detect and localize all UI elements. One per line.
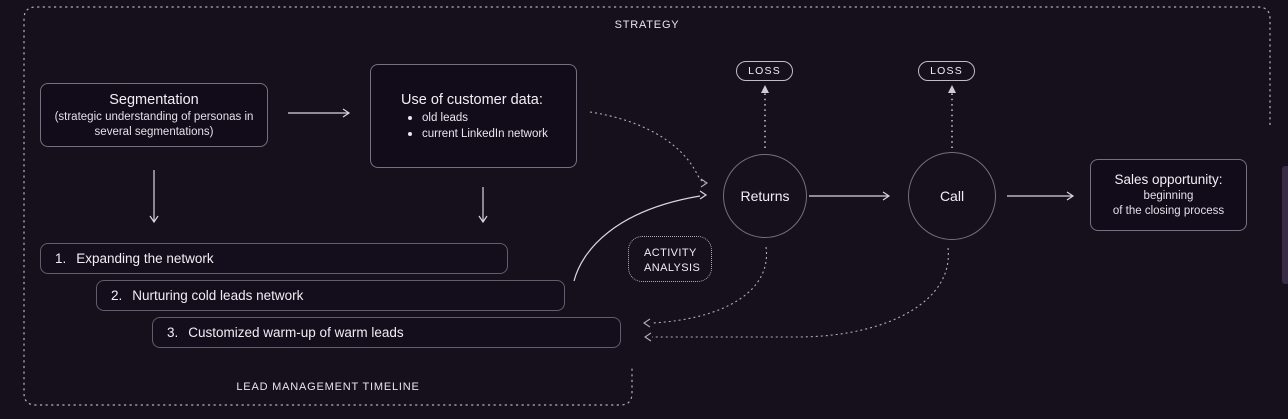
vertical-scrollbar-thumb[interactable]: [1282, 166, 1288, 284]
returns-label: Returns: [740, 188, 790, 204]
segmentation-title: Segmentation: [109, 91, 199, 108]
arrowhead: [643, 318, 651, 328]
bullet-dot-icon: [408, 116, 412, 120]
segmentation-subtitle: (strategic understanding of personas in …: [54, 110, 254, 138]
bullet-text: old leads: [422, 112, 469, 124]
timeline-item-2[interactable]: 2. Nurturing cold leads network: [96, 280, 565, 311]
arrowhead: [948, 85, 956, 93]
item-text: Nurturing cold leads network: [132, 288, 304, 303]
sales-line2: beginning: [1143, 190, 1194, 202]
customer-data-bullet: old leads: [401, 110, 576, 126]
timeline-frame-label: LEAD MANAGEMENT TIMELINE: [236, 381, 420, 393]
item-number: 2.: [111, 288, 123, 303]
arrowhead: [1066, 191, 1075, 201]
item-text: Customized warm-up of warm leads: [188, 325, 404, 340]
arrowhead: [644, 332, 652, 342]
arrowhead: [699, 190, 708, 200]
item-number: 3.: [167, 325, 179, 340]
arrowhead: [478, 215, 488, 224]
loss-label: LOSS: [748, 65, 781, 77]
timeline-item-3[interactable]: 3. Customized warm-up of warm leads: [152, 317, 621, 348]
arrowhead: [700, 178, 708, 188]
customer-data-bullet: current LinkedIn network: [401, 126, 576, 142]
loss-badge-returns[interactable]: LOSS: [736, 61, 793, 81]
node-activity-analysis[interactable]: ACTIVITY ANALYSIS: [628, 236, 712, 282]
node-segmentation[interactable]: Segmentation (strategic understanding of…: [40, 83, 268, 147]
call-label: Call: [939, 188, 965, 204]
activity-line1: ACTIVITY: [644, 247, 697, 259]
loss-label: LOSS: [930, 65, 963, 77]
arrowhead: [761, 85, 769, 93]
bullet-text: current LinkedIn network: [422, 128, 548, 140]
sales-title: Sales opportunity:: [1114, 172, 1223, 187]
arrowhead: [149, 215, 159, 224]
node-sales-opportunity[interactable]: Sales opportunity: beginning of the clos…: [1090, 159, 1247, 231]
node-returns[interactable]: Returns: [723, 154, 807, 238]
timeline-item-1[interactable]: 1. Expanding the network: [40, 243, 508, 274]
arrowhead: [342, 108, 351, 118]
item-text: Expanding the network: [76, 251, 214, 266]
bullet-dot-icon: [408, 132, 412, 136]
arrowhead: [882, 191, 891, 201]
node-call[interactable]: Call: [908, 152, 996, 240]
node-customer-data[interactable]: Use of customer data: old leads current …: [370, 64, 577, 168]
customer-data-title: Use of customer data:: [401, 92, 543, 108]
loss-badge-call[interactable]: LOSS: [918, 61, 975, 81]
dashed-curve-customer-data-to-returns: [589, 111, 706, 184]
strategy-frame-label: STRATEGY: [614, 19, 680, 31]
item-number: 1.: [55, 251, 67, 266]
sales-line3: of the closing process: [1112, 205, 1225, 217]
activity-line2: ANALYSIS: [644, 262, 701, 274]
